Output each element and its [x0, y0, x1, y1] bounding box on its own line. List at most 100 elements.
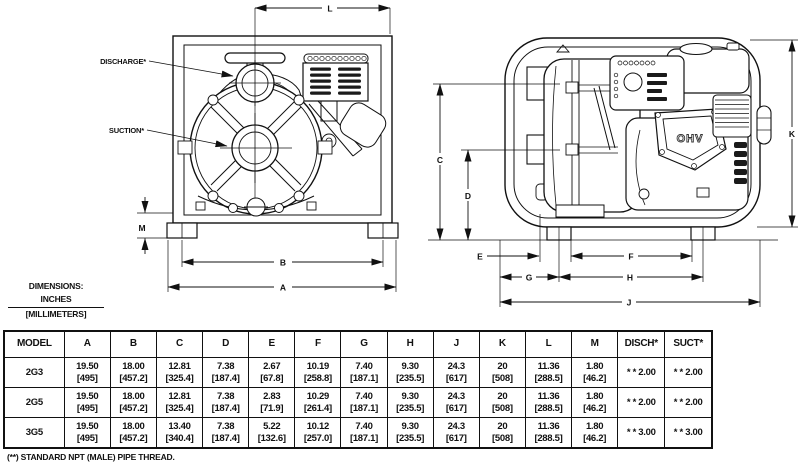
table-cell: 10.29[261.4]: [294, 387, 342, 418]
table-cell: 18.00[457.2]: [109, 417, 157, 449]
dim-label-e: E: [477, 252, 483, 262]
table-cell: 18.00[457.2]: [109, 357, 157, 388]
table-cell: 7.38[187.4]: [202, 387, 250, 418]
table-cell: 2.67[67.8]: [248, 357, 296, 388]
table-cell: 12.81[325.4]: [155, 357, 204, 388]
suct-cell: * * 2.00: [664, 357, 713, 388]
front-feet: [166, 222, 399, 239]
col-header: M: [571, 330, 619, 358]
col-header: J: [432, 330, 480, 358]
table-cell: 19.50[495]: [63, 387, 111, 418]
col-header: C: [155, 330, 204, 358]
table-cell: 7.38[187.4]: [202, 417, 250, 449]
side-engine: [593, 42, 752, 211]
col-header: E: [248, 330, 296, 358]
dim-label-h: H: [627, 273, 633, 283]
side-feet: [428, 226, 778, 241]
suction-port: [220, 113, 292, 183]
table-cell: 9.30[235.5]: [386, 387, 434, 418]
engine-cooling-fins: [310, 67, 361, 95]
table-cell: 12.81[325.4]: [155, 387, 204, 418]
dim-label-m: M: [138, 223, 145, 233]
dim-l: [254, 2, 391, 68]
dim-label-g: G: [526, 273, 533, 283]
dim-j: [499, 240, 761, 307]
table-cell: 24.3[617]: [432, 387, 480, 418]
table-cell: 1.80[46.2]: [571, 387, 619, 418]
table-cell: 19.50[495]: [63, 357, 111, 388]
table-row: 3G5 19.50[495] 18.00[457.2] 13.40[340.4]…: [3, 417, 713, 449]
frame-side-tab: [756, 105, 772, 145]
units-note-heading: DIMENSIONS:: [28, 281, 84, 291]
table-cell: 7.40[187.1]: [340, 357, 388, 388]
dim-h: [558, 271, 704, 282]
table-cell: 9.30[235.5]: [386, 357, 434, 388]
col-header: G: [340, 330, 388, 358]
table-cell: 20[508]: [478, 417, 526, 449]
dim-m: [137, 197, 173, 254]
discharge-label: DISCHARGE*: [100, 57, 146, 66]
suct-cell: * * 2.00: [664, 387, 713, 418]
units-note-millimeters: [MILLIMETERS]: [25, 309, 87, 320]
table-cell: 13.40[340.4]: [155, 417, 204, 449]
table-cell: 1.80[46.2]: [571, 417, 619, 449]
disch-cell: * * 2.00: [617, 357, 666, 388]
table-cell: 24.3[617]: [432, 417, 480, 449]
table-row: 2G5 19.50[495] 18.00[457.2] 12.81[325.4]…: [3, 387, 713, 418]
col-header: DISCH*: [617, 330, 666, 358]
units-note: DIMENSIONS: INCHES [MILLIMETERS]: [8, 280, 104, 322]
dim-label-b: B: [280, 258, 286, 268]
table-cell: 11.36[288.5]: [524, 357, 573, 388]
disch-cell: * * 3.00: [617, 417, 666, 449]
engine-ohv-label: OHV: [677, 133, 704, 145]
dim-f: [570, 240, 693, 262]
dim-label-k: K: [789, 129, 796, 139]
table-cell: 11.36[288.5]: [524, 417, 573, 449]
table-cell: 5.22[132.6]: [248, 417, 296, 449]
table-header-row: MODEL A B C D E F G H J K L M DISCH* SUC…: [3, 330, 713, 358]
dim-label-a: A: [280, 283, 286, 293]
model-cell: 2G5: [3, 387, 65, 418]
col-header: H: [386, 330, 434, 358]
table-cell: 2.83[71.9]: [248, 387, 296, 418]
table-cell: 19.50[495]: [63, 417, 111, 449]
table-cell: 7.40[187.1]: [340, 417, 388, 449]
table-cell: 20[508]: [478, 387, 526, 418]
disch-cell: * * 2.00: [617, 387, 666, 418]
dim-label-j: J: [627, 298, 632, 308]
table-cell: 10.19[258.8]: [294, 357, 342, 388]
suct-cell: * * 3.00: [664, 417, 713, 449]
table-cell: 9.30[235.5]: [386, 417, 434, 449]
dim-e: [487, 214, 541, 262]
npt-footnote: (**) STANDARD NPT (MALE) PIPE THREAD.: [7, 452, 175, 462]
dim-label-l: L: [327, 4, 332, 14]
col-header: D: [202, 330, 250, 358]
col-header-model: MODEL: [3, 330, 65, 358]
table-cell: 7.40[187.1]: [340, 387, 388, 418]
technical-drawings: DISCHARGE* SUCTION* L M B A: [100, 2, 798, 308]
dim-label-d: D: [465, 191, 471, 201]
col-header: B: [109, 330, 157, 358]
dim-k: [750, 39, 798, 228]
table-cell: 24.3[617]: [432, 357, 480, 388]
col-header: L: [524, 330, 573, 358]
table-cell: 18.00[457.2]: [109, 387, 157, 418]
table-cell: 1.80[46.2]: [571, 357, 619, 388]
muffler-louvers: [734, 142, 747, 184]
model-cell: 2G3: [3, 357, 65, 388]
dim-c: [433, 83, 560, 241]
suction-label: SUCTION*: [109, 126, 144, 135]
fuel-cap: [679, 42, 713, 56]
dim-label-f: F: [628, 252, 633, 262]
table-row: 2G3 19.50[495] 18.00[457.2] 12.81[325.4]…: [3, 357, 713, 388]
col-header: SUCT*: [664, 330, 713, 358]
front-view-drawing: [137, 2, 399, 292]
dim-label-c: C: [437, 155, 443, 165]
discharge-port: [229, 60, 281, 106]
dimension-table: MODEL A B C D E F G H J K L M DISCH* SUC…: [3, 330, 713, 449]
table-cell: 10.12[257.0]: [294, 417, 342, 449]
table-cell: 20[508]: [478, 357, 526, 388]
air-cleaner: [712, 94, 752, 138]
dim-g: [499, 227, 704, 282]
